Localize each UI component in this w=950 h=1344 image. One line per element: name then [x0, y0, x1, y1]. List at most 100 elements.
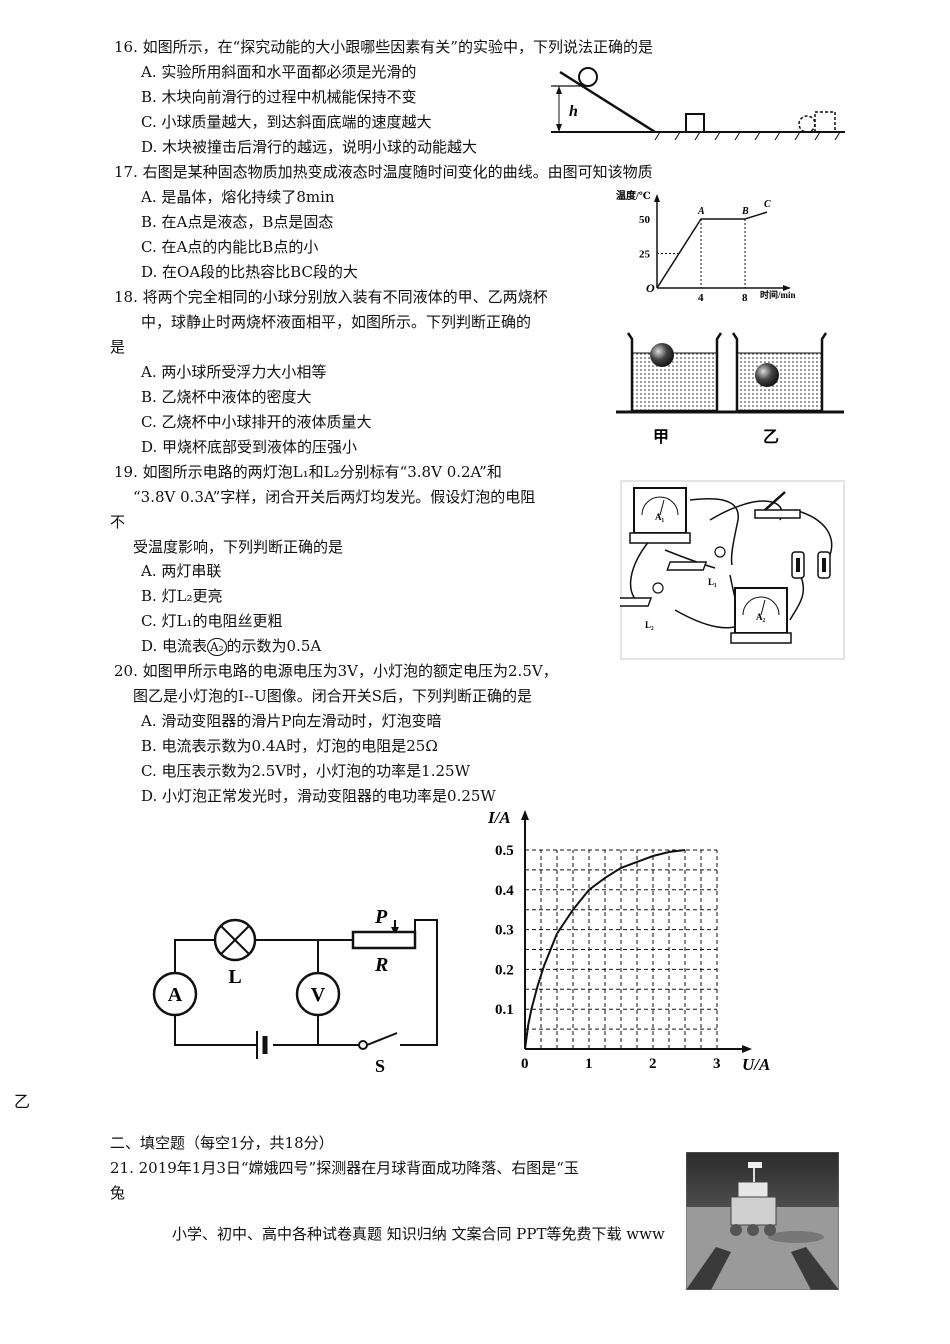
- q19-stem-4: 受温度影响，下列判断正确的是: [133, 538, 344, 556]
- iu-y-tick: 0.3: [495, 923, 514, 939]
- lamp-symbol: [213, 918, 257, 962]
- q18-option-c: C. 乙烧杯中小球排开的液体质量大: [141, 413, 372, 431]
- q19-option-a: A. 两灯串联: [141, 562, 222, 580]
- h-label: h: [569, 103, 578, 120]
- q19-option-b: B. 灯L₂更亮: [141, 587, 223, 605]
- q19-option-d-pre: D. 电流表: [141, 637, 208, 655]
- temp-curve: [656, 211, 768, 289]
- q20-option-b: B. 电流表示数为0.4A时，灯泡的电阻是25Ω: [141, 737, 438, 755]
- temp-x-tick: 4: [698, 292, 704, 303]
- q20-stem-2: 图乙是小灯泡的I--U图像。闭合开关S后，下列判断正确的是: [133, 687, 532, 705]
- iu-x-tick: 1: [585, 1056, 593, 1072]
- q19-option-d-post: 的示数为0.5A: [226, 637, 322, 655]
- lamp-letter: L: [228, 966, 241, 988]
- section-2-heading: 二、填空题（每空1分，共18分）: [110, 1134, 334, 1152]
- ammeter-letter: A: [168, 984, 183, 1006]
- q16-option-a: A. 实验所用斜面和水平面都必须是光滑的: [141, 63, 417, 81]
- beakers-figure: 甲 乙: [616, 332, 844, 446]
- label-jia: 甲: [653, 428, 669, 446]
- iu-y-tick: 0.1: [495, 1002, 514, 1018]
- battery-cells: [791, 551, 831, 579]
- switch-contact: [358, 1040, 368, 1050]
- q20-option-a: A. 滑动变阻器的滑片P向左滑动时，灯泡变暗: [141, 712, 442, 730]
- q19-option-c: C. 灯L₁的电阻丝更粗: [141, 612, 283, 630]
- l2-label: L₂: [645, 620, 654, 630]
- iu-x-tick: 2: [649, 1056, 657, 1072]
- temp-point-label: A: [697, 206, 705, 217]
- iu-y-tick: 0.4: [495, 883, 514, 899]
- voltmeter-symbol: [295, 971, 341, 1017]
- q18-option-b: B. 乙烧杯中液体的密度大: [141, 388, 312, 406]
- temp-origin-label: O: [646, 281, 655, 295]
- beaker-jia: [626, 332, 723, 413]
- q18-stem-2: 中，球静止时两烧杯液面相平，如图所示。下列判断正确的: [141, 313, 532, 331]
- q18-stem-1: 18. 将两个完全相同的小球分别放入装有不同液体的甲、乙两烧杯: [114, 288, 548, 306]
- voltmeter-letter: V: [311, 984, 326, 1006]
- ammeter-a2: A₂: [730, 587, 792, 644]
- iu-y-tick: 0.5: [495, 843, 514, 859]
- iu-x-tick: 3: [713, 1056, 721, 1072]
- iu-x-label: U/A: [742, 1055, 770, 1074]
- a1-label: A₁: [655, 512, 664, 522]
- yutu-rover-photo: [686, 1152, 839, 1290]
- q21-line-1: 21. 2019年1月3日“嫦娥四号”探测器在月球背面成功降落、右图是“玉: [110, 1159, 579, 1177]
- temp-point-label: C: [764, 199, 771, 210]
- temp-x-label: 时间/min: [760, 289, 796, 300]
- beaker-yi: [731, 332, 828, 413]
- ball-jia: [650, 343, 674, 367]
- switch-letter: S: [375, 1056, 385, 1076]
- knife-switch: [754, 491, 801, 519]
- q16-option-c: C. 小球质量越大，到达斜面底端的速度越大: [141, 113, 432, 131]
- battery-symbol: [256, 1031, 268, 1059]
- a2-label: A₂: [756, 612, 765, 622]
- q18-option-a: A. 两小球所受浮力大小相等: [141, 363, 327, 381]
- q16-option-d: D. 木块被撞击后滑行的越远，说明小球的动能越大: [141, 138, 478, 156]
- temperature-time-chart: 温度/℃ 时间/min O A B C 4 8 25 50: [616, 189, 796, 303]
- ammeter-symbol: [152, 971, 198, 1017]
- q20-option-c: C. 电压表示数为2.5V时，小灯泡的功率是1.25W: [141, 762, 470, 780]
- q21-line-2: 兔: [110, 1184, 126, 1202]
- iu-curve: [524, 849, 686, 1050]
- q18-stem-3: 是: [110, 338, 126, 356]
- q16-stem: 16. 如图所示，在“探究动能的大小跟哪些因素有关”的实验中，下列说法正确的是: [114, 38, 653, 56]
- q17-option-c: C. 在A点的内能比B点的小: [141, 238, 319, 256]
- temp-y-tick: 50: [639, 214, 651, 226]
- q19-stem-2: “3.8V 0.3A”字样，闭合开关后两灯均发光。假设灯泡的电阻: [133, 488, 536, 506]
- temp-y-label: 温度/℃: [616, 189, 651, 202]
- i-u-chart: I/A U/A 0 1 2 3 0.1 0.2 0.3 0.4 0.5: [487, 808, 770, 1074]
- q17-stem: 17. 右图是某种固态物质加热变成液态时温度随时间变化的曲线。由图可知该物质: [114, 163, 653, 181]
- rheostat-letter: R: [374, 954, 388, 976]
- lamp-l1: L₁: [666, 546, 726, 587]
- ball-yi: [755, 363, 779, 387]
- wood-block: [685, 113, 705, 133]
- ball-dashed: [798, 115, 816, 133]
- rheostat-symbol: [351, 930, 417, 950]
- l1-label: L₁: [708, 577, 717, 587]
- q20-option-d: D. 小灯泡正常发光时，滑动变阻器的电功率是0.25W: [141, 787, 496, 805]
- block-dashed: [814, 111, 836, 133]
- label-yi-left: 乙: [14, 1092, 31, 1111]
- q20-stem-1: 20. 如图甲所示电路的电源电压为3V，小灯泡的额定电压为2.5V，: [114, 662, 558, 680]
- iu-y-tick: 0.2: [495, 962, 514, 978]
- q17-option-d: D. 在OA段的比热容比BC段的大: [141, 263, 358, 281]
- circuit-photo-figure: A₁ A₂ L₁ L₂: [620, 480, 845, 660]
- temp-x-tick: 8: [742, 292, 748, 303]
- ammeter-a2-circled: A₂: [207, 638, 227, 656]
- iu-x-tick: 0: [521, 1056, 529, 1072]
- ball: [578, 67, 598, 87]
- q17-option-a: A. 是晶体，熔化持续了8min: [141, 188, 335, 206]
- rover-body: [730, 1196, 777, 1226]
- q18-option-d: D. 甲烧杯底部受到液体的压强小: [141, 438, 358, 456]
- lamp-l2: L₂: [620, 582, 664, 630]
- temp-point-label: B: [741, 206, 749, 217]
- incline-figure: h: [551, 67, 845, 141]
- temp-y-tick: 25: [639, 249, 651, 261]
- q16-option-b: B. 木块向前滑行的过程中机械能保持不变: [141, 88, 417, 106]
- ammeter-a1: A₁: [629, 487, 691, 544]
- q19-stem-1: 19. 如图所示电路的两灯泡L₁和L₂分别标有“3.8V 0.2A”和: [114, 463, 502, 481]
- q19-stem-3: 不: [110, 513, 126, 531]
- slider-letter: P: [374, 906, 388, 928]
- q17-option-b: B. 在A点是液态，B点是固态: [141, 213, 334, 231]
- iu-y-label: I/A: [487, 808, 511, 827]
